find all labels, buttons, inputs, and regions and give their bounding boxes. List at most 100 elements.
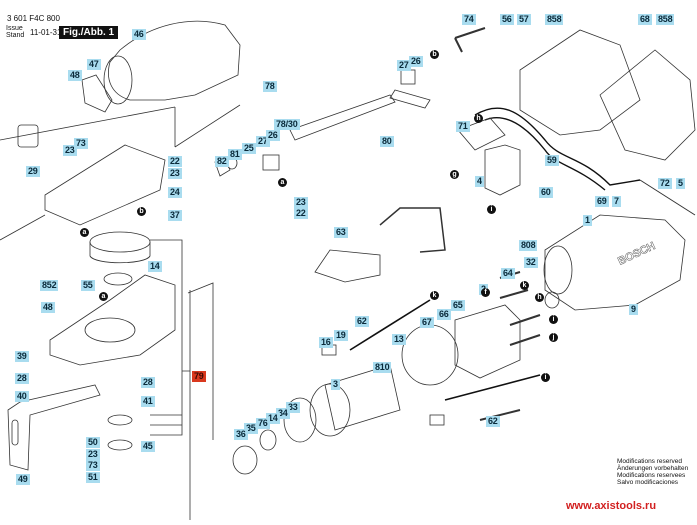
part-label[interactable]: 62: [355, 316, 369, 327]
part-label[interactable]: 80: [380, 136, 394, 147]
gearbox-base-drawing: [49, 274, 176, 366]
part-label[interactable]: 55: [81, 280, 95, 291]
part-label[interactable]: 76: [256, 418, 270, 429]
part-label[interactable]: 27: [397, 60, 411, 71]
part-label[interactable]: 65: [451, 300, 465, 311]
gear-cover-drawing: [44, 144, 166, 226]
figure-label: Fig./Abb. 1: [59, 26, 119, 39]
part-label[interactable]: 29: [26, 166, 40, 177]
part-label[interactable]: 22: [168, 156, 182, 167]
part-label[interactable]: 858: [656, 14, 675, 25]
part-label[interactable]: 5: [676, 178, 685, 189]
part-label[interactable]: 33: [286, 402, 300, 413]
part-label[interactable]: 48: [68, 70, 82, 81]
part-label-highlighted[interactable]: 79: [192, 371, 206, 382]
part-label[interactable]: 852: [40, 280, 59, 291]
block-drawing: [262, 154, 280, 171]
part-label[interactable]: 78/30: [274, 119, 300, 130]
connector-mark: b: [430, 50, 439, 59]
part-label[interactable]: 40: [15, 391, 29, 402]
part-label[interactable]: 23: [294, 197, 308, 208]
part-label[interactable]: 7: [612, 196, 621, 207]
part-label[interactable]: 810: [373, 362, 392, 373]
part-label[interactable]: 35: [244, 423, 258, 434]
connector-mark: h: [535, 293, 544, 302]
part-29-drawing: [17, 124, 39, 148]
part-label[interactable]: 25: [242, 143, 256, 154]
cable-drawing: [474, 107, 641, 186]
part-label[interactable]: 28: [15, 373, 29, 384]
separator-line: [187, 282, 214, 520]
part-label[interactable]: 50: [86, 437, 100, 448]
part-label[interactable]: 19: [334, 330, 348, 341]
part-label[interactable]: 66: [437, 309, 451, 320]
part-label[interactable]: 81: [228, 149, 242, 160]
connector-mark: k: [520, 281, 529, 290]
part-label[interactable]: 67: [420, 317, 434, 328]
part-label[interactable]: 26: [409, 56, 423, 67]
part-label[interactable]: 73: [86, 460, 100, 471]
part-label[interactable]: 9: [629, 304, 638, 315]
part-label[interactable]: 4: [475, 176, 484, 187]
plate-drawing: [81, 74, 113, 113]
part-label[interactable]: 23: [63, 145, 77, 156]
part-label[interactable]: 808: [519, 240, 538, 251]
nose-opening-drawing: [103, 55, 133, 105]
leader-79: [150, 239, 190, 436]
part-label[interactable]: 51: [86, 472, 100, 483]
switch-drawing: [484, 144, 521, 196]
part-label[interactable]: 32: [524, 257, 538, 268]
part-label[interactable]: 73: [74, 138, 88, 149]
part-label[interactable]: 13: [392, 334, 406, 345]
part-label[interactable]: 68: [638, 14, 652, 25]
part-label[interactable]: 71: [456, 121, 470, 132]
part-label[interactable]: 23: [86, 449, 100, 460]
part-label[interactable]: 14: [266, 413, 280, 424]
part-label[interactable]: 23: [168, 168, 182, 179]
part-label[interactable]: 78: [263, 81, 277, 92]
part-label[interactable]: 36: [234, 429, 248, 440]
part-label[interactable]: 47: [87, 59, 101, 70]
part-label[interactable]: 46: [132, 29, 146, 40]
part-label[interactable]: 39: [15, 351, 29, 362]
part-label[interactable]: 82: [215, 156, 229, 167]
part-label[interactable]: 74: [462, 14, 476, 25]
part-number: 3 601 F4C 800: [7, 14, 60, 23]
part-label[interactable]: 64: [501, 268, 515, 279]
connector-mark: a: [278, 178, 287, 187]
part-label[interactable]: 56: [500, 14, 514, 25]
part-label[interactable]: 41: [141, 396, 155, 407]
website-link[interactable]: www.axistools.ru: [566, 500, 657, 512]
part-label[interactable]: 22: [294, 208, 308, 219]
part-label[interactable]: 1: [583, 215, 592, 226]
part-label[interactable]: 858: [545, 14, 564, 25]
connector-mark: i: [549, 315, 558, 324]
part-label[interactable]: 37: [168, 210, 182, 221]
connector-mark: k: [430, 291, 439, 300]
connector-mark: g: [450, 170, 459, 179]
part-label[interactable]: 62: [486, 416, 500, 427]
part-label[interactable]: 60: [539, 187, 553, 198]
part-label[interactable]: 27: [256, 136, 270, 147]
part-label[interactable]: 63: [334, 227, 348, 238]
part-label[interactable]: 16: [319, 337, 333, 348]
part-label[interactable]: 59: [545, 155, 559, 166]
part-label[interactable]: 48: [41, 302, 55, 313]
part-label[interactable]: 45: [141, 441, 155, 452]
part-label[interactable]: 69: [595, 196, 609, 207]
part-label[interactable]: 3: [331, 379, 340, 390]
part-label[interactable]: 72: [658, 178, 672, 189]
part-label[interactable]: 49: [16, 474, 30, 485]
part-label[interactable]: 14: [148, 261, 162, 272]
part-label[interactable]: 34: [276, 408, 290, 419]
part-label[interactable]: 28: [141, 377, 155, 388]
part-label[interactable]: 26: [266, 130, 280, 141]
baffle-drawing: [401, 324, 459, 386]
handle-half-drawing: [519, 29, 641, 136]
part-label[interactable]: 24: [168, 187, 182, 198]
handle-half-drawing: [599, 49, 696, 161]
connector-mark: a: [80, 228, 89, 237]
hex-key-drawing: [454, 27, 486, 53]
part-label[interactable]: 57: [517, 14, 531, 25]
